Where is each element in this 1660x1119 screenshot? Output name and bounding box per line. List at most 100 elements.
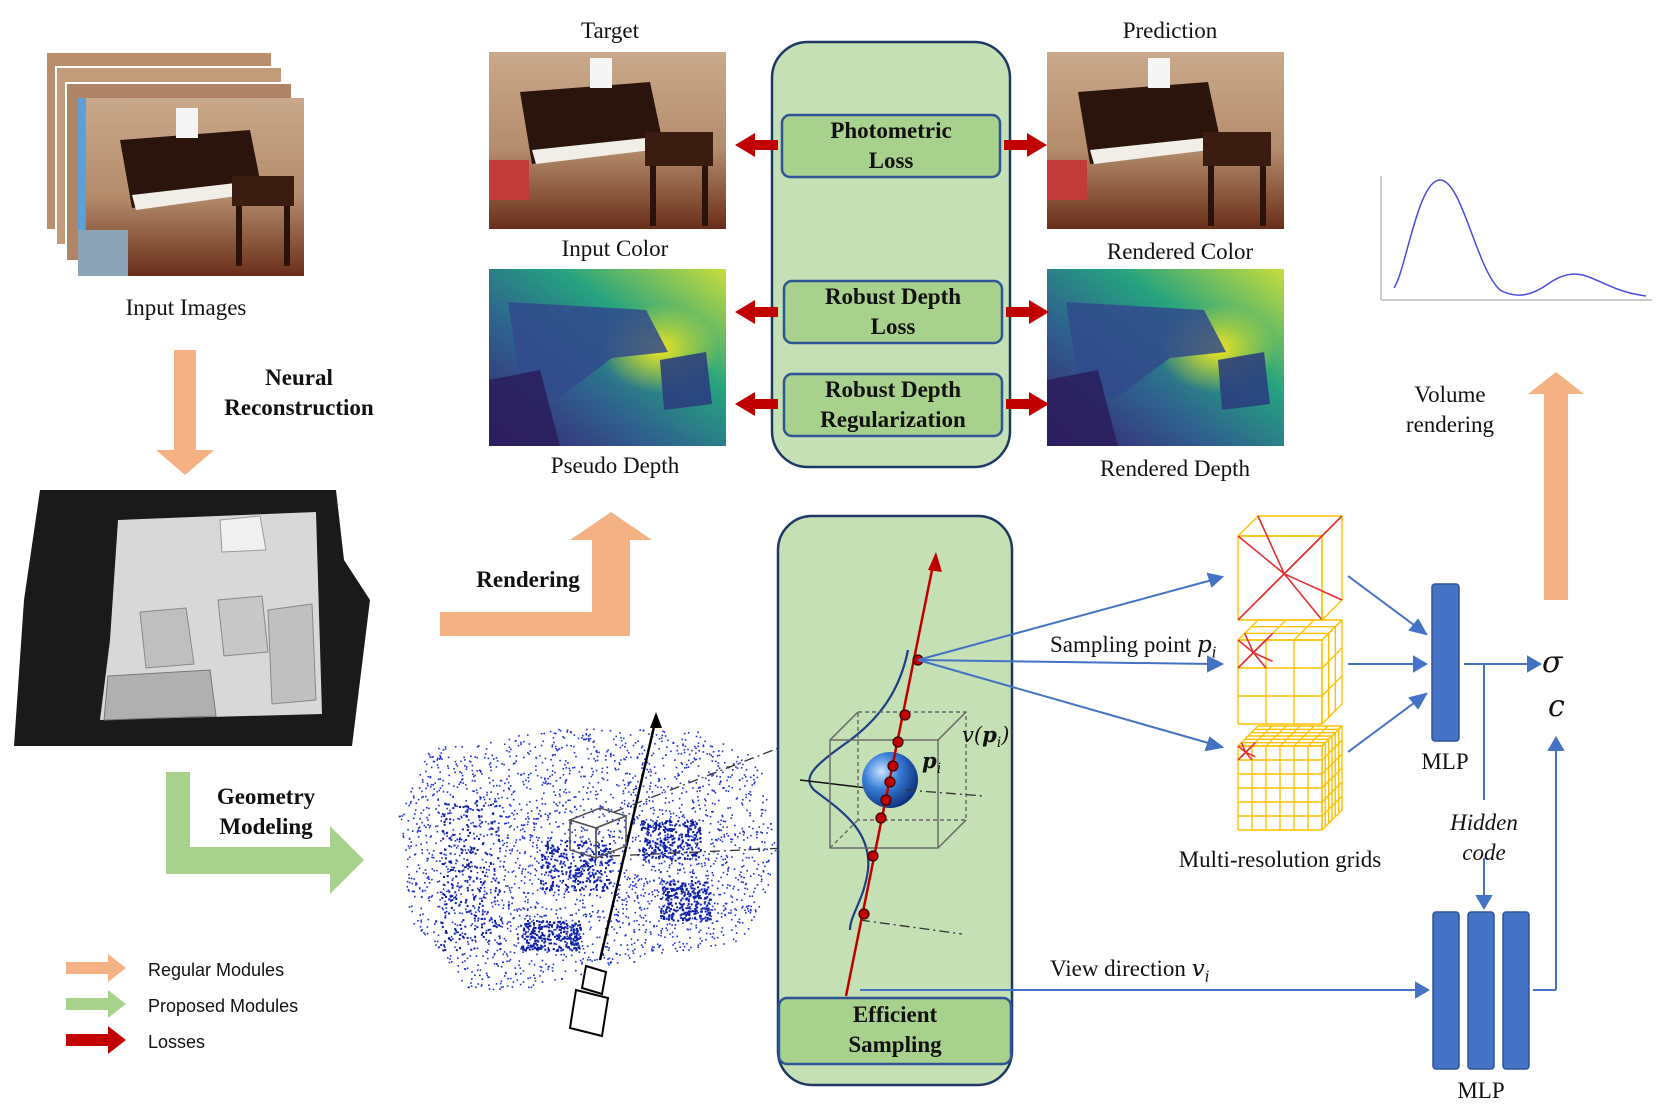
point-cloud-dot xyxy=(616,953,618,955)
point-cloud-dot xyxy=(422,781,424,783)
point-cloud-dot xyxy=(615,769,617,771)
neural-reconstruction-arrow xyxy=(156,350,214,475)
point-cloud-dot xyxy=(681,833,684,836)
point-cloud-dot xyxy=(536,920,539,922)
point-cloud-dot xyxy=(558,747,561,750)
point-cloud-dot xyxy=(523,837,526,840)
point-cloud-dot xyxy=(502,961,504,963)
point-cloud-dot xyxy=(454,840,457,842)
point-cloud-dot xyxy=(580,775,582,778)
point-cloud-dot xyxy=(691,857,693,860)
point-cloud-dot xyxy=(716,769,718,771)
point-cloud-dot xyxy=(574,829,576,831)
point-cloud-dot xyxy=(669,880,672,883)
point-cloud-dot xyxy=(576,898,578,901)
point-cloud-dot xyxy=(527,977,529,980)
point-cloud-dot xyxy=(528,986,530,989)
point-cloud-dot xyxy=(688,914,691,917)
point-cloud-dot xyxy=(686,842,689,845)
point-cloud-dot xyxy=(495,877,498,880)
point-cloud-dot xyxy=(676,950,678,952)
point-cloud-dot xyxy=(695,918,698,921)
point-cloud-dot xyxy=(508,887,511,889)
point-cloud-dot xyxy=(506,960,508,963)
point-cloud-dot xyxy=(617,920,620,923)
point-cloud-dot xyxy=(417,829,420,832)
point-cloud-dot xyxy=(490,917,493,920)
point-cloud-dot xyxy=(610,961,612,963)
point-cloud-dot xyxy=(553,850,555,852)
point-cloud-dot xyxy=(636,875,638,878)
point-cloud-dot xyxy=(559,908,562,910)
point-cloud-dot xyxy=(748,792,750,795)
point-cloud-dot xyxy=(446,791,449,793)
point-cloud-dot xyxy=(461,870,464,873)
input-image-front xyxy=(78,98,304,276)
point-cloud-dot xyxy=(693,912,696,915)
point-cloud-dot xyxy=(478,902,481,905)
point-cloud-dot xyxy=(610,856,613,859)
point-cloud-dot xyxy=(651,826,653,828)
point-cloud-dot xyxy=(545,914,547,917)
point-cloud-dot xyxy=(437,798,439,800)
point-cloud-dot xyxy=(643,895,645,897)
point-cloud-dot xyxy=(473,898,476,901)
point-cloud-dot xyxy=(446,910,448,913)
point-cloud-dot xyxy=(643,848,646,851)
robust-depth-reg-label-2: Regularization xyxy=(820,407,966,432)
interpolation-line xyxy=(1252,632,1274,654)
point-cloud-dot xyxy=(556,804,559,807)
point-cloud-dot xyxy=(632,836,634,839)
point-cloud-dot xyxy=(580,836,582,839)
point-cloud-dot xyxy=(417,920,419,922)
point-cloud-dot xyxy=(581,868,584,870)
point-cloud-dot xyxy=(668,828,671,830)
point-cloud-dot xyxy=(641,763,644,766)
point-cloud-dot xyxy=(491,921,494,924)
point-cloud-dot xyxy=(465,911,468,914)
point-cloud-dot xyxy=(633,942,636,944)
point-cloud-dot xyxy=(536,818,538,820)
point-cloud-dot xyxy=(767,860,770,863)
grid-line xyxy=(1321,703,1343,725)
point-cloud-dot xyxy=(461,864,464,867)
point-cloud-dot xyxy=(599,879,602,882)
point-cloud-dot xyxy=(697,742,700,745)
point-cloud-dot xyxy=(744,887,746,890)
point-cloud-dot xyxy=(441,907,444,909)
point-cloud-dot xyxy=(436,891,439,894)
point-cloud-dot xyxy=(571,914,573,916)
point-cloud-dot xyxy=(735,909,738,911)
robust-depth-reg-label-1: Robust Depth xyxy=(824,377,962,402)
point-cloud-dot xyxy=(637,879,640,882)
point-cloud-dot xyxy=(735,925,737,927)
point-cloud-dot xyxy=(522,868,524,870)
point-cloud-dot xyxy=(761,772,763,775)
point-cloud-dot xyxy=(724,902,727,905)
point-cloud-dot xyxy=(665,917,668,920)
point-cloud-dot xyxy=(418,787,421,789)
point-cloud-dot xyxy=(672,841,675,844)
point-cloud-dot xyxy=(652,812,655,815)
point-cloud-dot xyxy=(704,910,707,913)
point-cloud-dot xyxy=(411,787,414,790)
point-cloud-dot xyxy=(460,893,462,895)
point-cloud-dot xyxy=(436,881,439,883)
point-cloud-dot xyxy=(666,833,669,836)
point-cloud-dot xyxy=(639,805,641,807)
point-cloud-dot xyxy=(752,827,754,830)
point-cloud-dot xyxy=(600,862,603,865)
point-cloud-dot xyxy=(670,880,673,883)
point-cloud-dot xyxy=(602,910,604,913)
point-cloud-dot xyxy=(694,910,696,913)
point-cloud-dot xyxy=(742,852,745,855)
point-cloud-dot xyxy=(697,787,700,789)
point-cloud-dot xyxy=(618,884,620,886)
point-cloud-dot xyxy=(511,902,513,905)
point-cloud-dot xyxy=(601,844,604,847)
point-cloud-dot xyxy=(498,804,501,807)
point-cloud-dot xyxy=(600,856,603,859)
point-cloud-dot xyxy=(452,833,455,836)
point-cloud-dot xyxy=(601,853,604,855)
point-cloud-dot xyxy=(459,781,462,783)
